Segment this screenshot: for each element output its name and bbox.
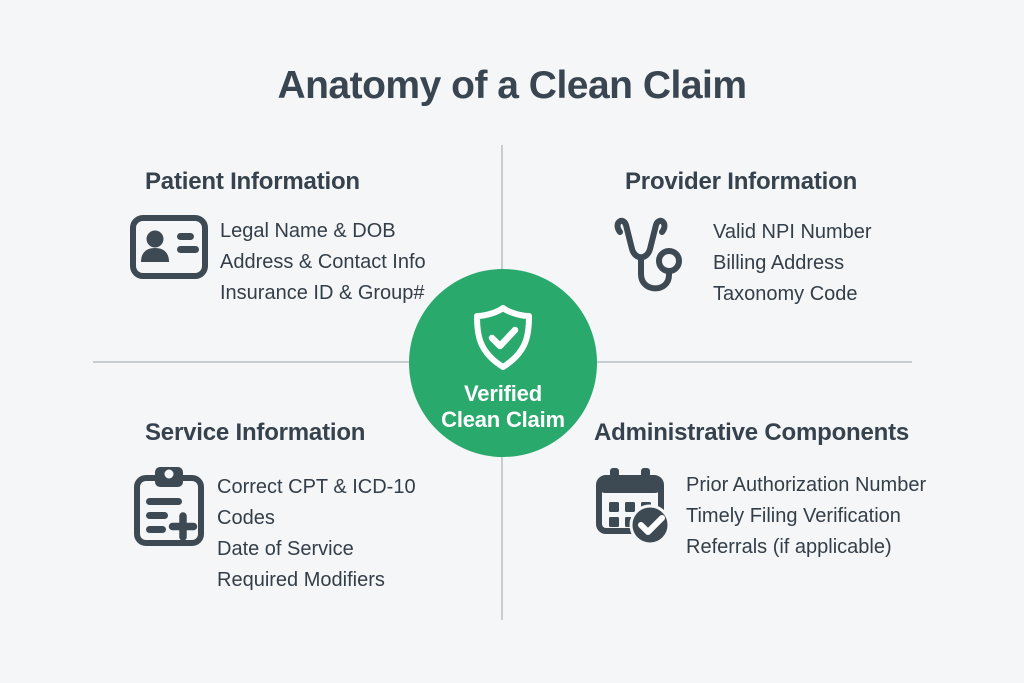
patient-info-list: Legal Name & DOB Address & Contact Info … <box>220 216 426 309</box>
list-item: Insurance ID & Group# <box>220 282 425 304</box>
quadrant-heading: Administrative Components <box>594 419 910 446</box>
badge-line-2: Clean Claim <box>441 407 565 432</box>
calendar-check-icon <box>594 465 672 547</box>
administrative-list: Prior Authorization Number Timely Filing… <box>686 470 926 563</box>
list-item: Valid NPI Number <box>713 221 872 243</box>
quadrant-patient-information: Patient Information Legal Name & DOB Add… <box>130 168 470 309</box>
list-item: Billing Address <box>713 252 845 274</box>
list-item: Legal Name & DOB <box>220 220 396 242</box>
badge-line-1: Verified <box>464 381 542 406</box>
list-item: Taxonomy Code <box>713 283 858 305</box>
quadrant-heading: Service Information <box>145 419 366 446</box>
page-title: Anatomy of a Clean Claim <box>277 64 747 107</box>
list-item: Address & Contact Info <box>220 251 426 273</box>
id-card-icon <box>130 214 208 280</box>
list-item: Referrals (if applicable) <box>686 536 892 558</box>
list-item: Date of Service <box>217 538 354 560</box>
quadrant-service-information: Service Information Correct CPT & ICD-10… <box>133 419 473 596</box>
list-item: Timely Filing Verification <box>686 505 901 527</box>
verified-clean-claim-badge: Verified Clean Claim <box>409 269 597 457</box>
quadrant-heading: Provider Information <box>625 168 858 195</box>
list-item: Required Modifiers <box>217 569 385 591</box>
provider-info-list: Valid NPI Number Billing Address Taxonom… <box>713 217 872 310</box>
list-item: Prior Authorization Number <box>686 474 927 496</box>
quadrant-administrative-components: Administrative Components P <box>594 419 994 563</box>
badge-label: Verified Clean Claim <box>441 381 565 433</box>
service-info-list: Correct CPT & ICD-10 Codes Date of Servi… <box>217 472 429 596</box>
stethoscope-icon <box>606 214 682 304</box>
clipboard-plus-icon <box>133 465 205 547</box>
list-item: Correct CPT & ICD-10 Codes <box>217 476 416 529</box>
quadrant-provider-information: Provider Information Valid NPI Number Bi… <box>606 168 966 310</box>
shield-check-icon <box>470 303 536 373</box>
quadrant-heading: Patient Information <box>145 168 360 195</box>
